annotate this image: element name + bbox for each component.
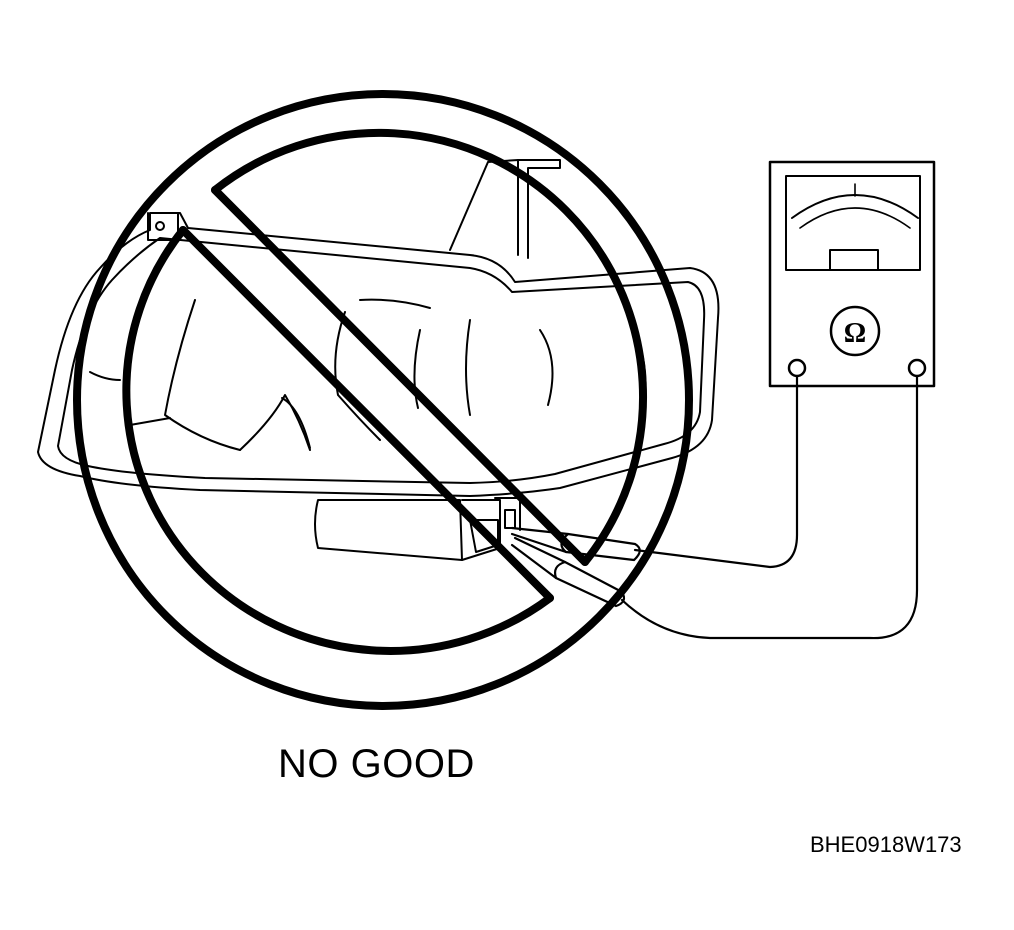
prohibition-ring-inner-right: [211, 128, 648, 566]
ohm-symbol: Ω: [844, 318, 866, 349]
test-leads: [510, 374, 919, 640]
prohibition-slash-edge-1: [179, 226, 554, 602]
prohibition-ring-outer: [73, 90, 693, 710]
test-lead-2: [620, 374, 919, 640]
caption-no-good: NO GOOD: [278, 742, 475, 786]
figure-code: BHE0918W173: [810, 832, 962, 857]
ohmmeter: Ω: [768, 160, 936, 388]
probe-2: [553, 560, 626, 608]
prohibition-ring-inner-left: [122, 226, 554, 655]
test-lead-1: [633, 374, 799, 569]
prohibition-slash-edge-2: [211, 186, 589, 566]
prohibition-sign: [73, 90, 693, 710]
